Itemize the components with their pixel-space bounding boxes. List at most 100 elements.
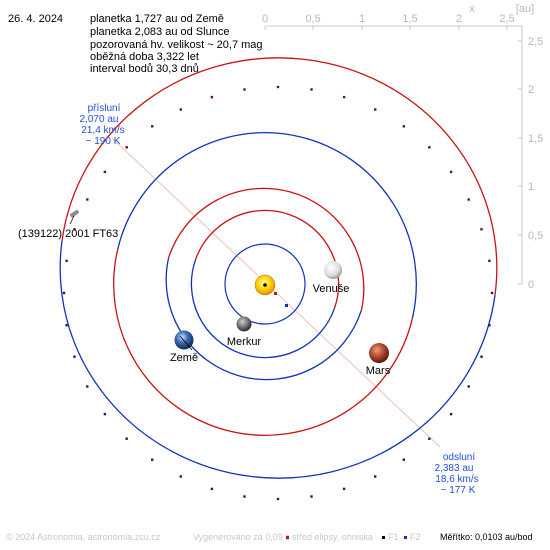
x-tick-label: 1 [359,13,365,25]
orbit-position-marker [467,198,470,201]
orbit-position-marker [103,170,107,174]
venus-orbit-south [190,259,336,359]
orbit-position-marker [73,228,76,231]
orbit-position-marker [310,495,313,498]
orbit-position-marker [179,108,182,111]
orbit-position-marker [62,291,66,295]
mercury [236,316,252,332]
info-line-3: pozorovaná hv. velikost ~ 20,7 mag [90,39,263,51]
orbit-position-marker [310,88,313,91]
venus [324,261,342,279]
orbit-position-marker [103,412,107,416]
y-ticks [518,40,522,285]
scale-text: Měřítko: 0,0103 au/bod [440,532,533,542]
orbit-position-marker [490,291,494,295]
asteroid-orbit-north [61,57,498,296]
earth [174,330,194,350]
perihelion-speed: 21,4 km/s [81,125,124,136]
aphelion-speed: 18,6 km/s [435,474,478,485]
f2-legend-text: F2 [410,532,421,542]
center-legend-text: střed elipsy, ohniska [292,532,373,542]
orbit-position-marker [125,146,128,149]
earth-orbit-north [167,187,365,311]
y-tick-label: 1 [528,181,534,193]
focus-f1-marker [274,292,277,295]
f1-legend-text: F1 [388,532,399,542]
mars [369,343,389,363]
orbit-position-marker [449,170,453,174]
orbit-position-marker [488,259,491,262]
y-tick-label: 2,5 [528,36,543,48]
aphelion-title: odsluní [443,452,475,463]
x-ticks [264,26,508,30]
mercury-orbit [224,243,306,325]
x-tick-label: 0,5 [305,13,320,25]
x-tick-label: 0 [262,13,268,25]
earth-pointer [179,335,193,351]
orbit-position-marker [428,146,431,149]
x-axis-label: x [469,3,475,15]
venus-label: Venuše [313,283,350,295]
mars-label: Mars [366,365,391,377]
orbit-position-marker [374,108,377,111]
orbit-position-marker [428,437,431,440]
f1-legend-swatch [382,536,385,540]
copyright-text: © 2024 Astronomia, astronomia.zcu.cz [6,532,161,542]
orbit-position-marker [480,228,483,231]
date-label: 26. 4. 2024 [8,13,64,25]
center-foci-legend: střed elipsy, ohniska [286,532,373,542]
orbit-position-marker [342,487,346,491]
orbit-position-marker [402,125,405,128]
orbit-position-marker [480,355,483,358]
f2-legend-swatch [404,536,407,540]
mercury-label: Merkur [227,336,262,348]
info-line-2: planetka 2,083 au od Slunce [90,26,230,38]
orbit-position-marker [276,85,280,89]
info-line-4: oběžná doba 3,322 let [90,51,199,63]
orbit-position-marker [151,125,154,128]
y-tick-label: 0,5 [528,230,543,242]
orbit-position-marker [65,324,68,327]
orbit-position-marker [73,355,76,358]
orbit-position-marker [179,475,182,478]
perihelion-title: přísluní [88,103,121,114]
x-tick-label: 1,5 [402,13,417,25]
y-tick-label: 1,5 [528,133,543,145]
orbit-position-marker [374,475,377,478]
earth-orbit-south [165,257,363,381]
earth-label: Země [170,352,198,364]
focus-f2-marker [285,304,288,307]
info-line-5: interval bodů 30,3 dnů [90,63,199,75]
perihelion-distance: 2,070 au [80,114,119,125]
footer: © 2024 Astronomia, astronomia.zcu.cz Vyg… [0,532,550,546]
orbit-position-marker [276,497,280,501]
asteroid-position-markers [62,85,494,501]
orbit-position-marker [243,88,246,91]
orbit-position-marker [86,385,89,388]
aphelion-distance: 2,383 au [435,463,474,474]
asteroid-pointer [69,215,75,225]
aphelion-temperature: ~ 177 K [441,485,476,496]
ellipse-center-marker [263,283,267,287]
x-tick-label: 2,5 [499,13,514,25]
orbit-position-marker [488,324,491,327]
info-line-1: planetka 1,727 au od Země [90,13,224,25]
orbit-position-marker [243,495,246,498]
orbit-position-marker [449,412,453,416]
y-tick-label: 2 [528,84,534,96]
x-tick-label: 2 [456,13,462,25]
orbit-position-marker [125,437,128,440]
orbit-position-marker [151,458,154,461]
mars-orbit-north [116,132,417,319]
mars-orbit-south [113,249,414,436]
f1-legend: F1 [382,532,399,542]
f2-legend: F2 [404,532,421,542]
asteroid-label: (139122) 2001 FT63 [18,228,118,240]
orbit-position-marker [402,458,405,461]
center-legend-swatch [286,536,289,540]
unit-label: [au] [516,3,534,15]
y-tick-label: 0 [528,279,534,291]
asteroid [69,209,80,218]
